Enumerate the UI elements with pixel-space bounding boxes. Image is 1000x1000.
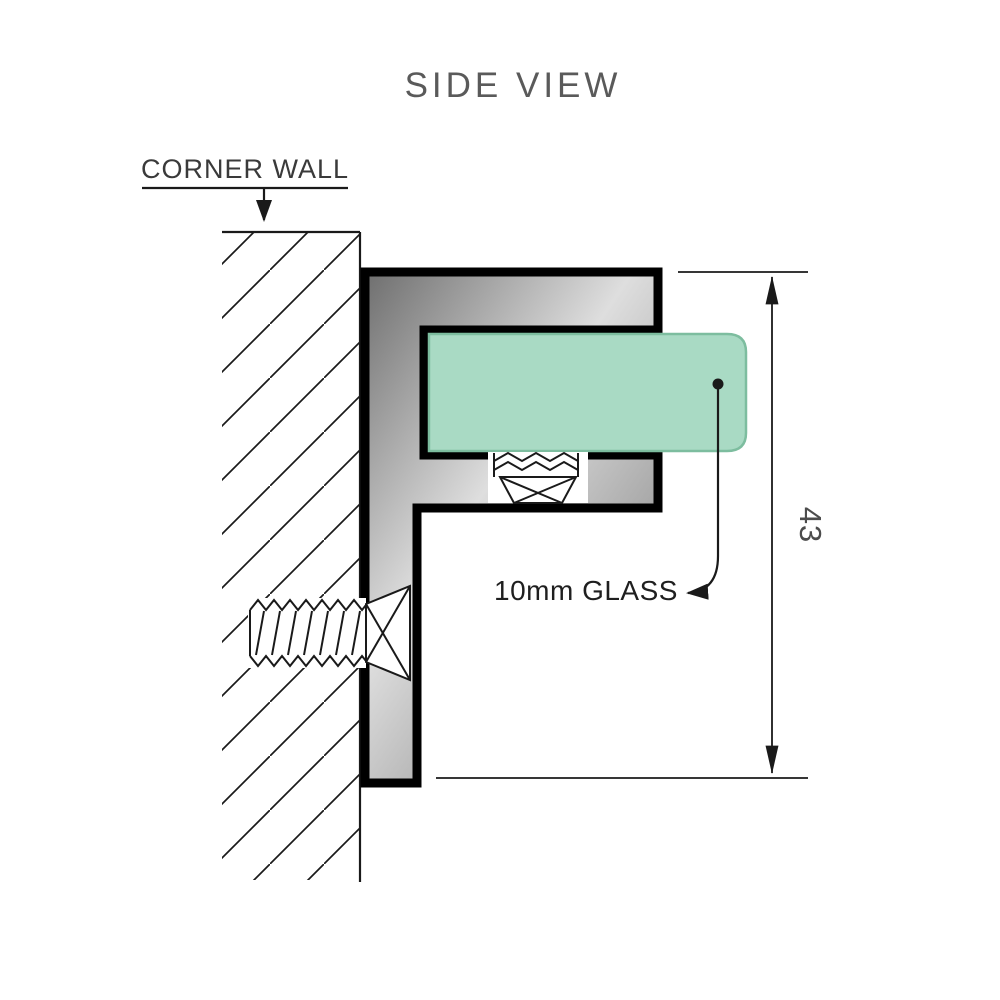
- glass-label: 10mm GLASS: [494, 575, 678, 606]
- wall-screw-head-lines: [365, 585, 411, 681]
- grub-screw-sides: [493, 453, 579, 477]
- grub-screw-threads: [493, 460, 579, 472]
- grub-screw-body-lines: [499, 476, 577, 504]
- grub-screw-threads: [493, 451, 579, 463]
- diagram-title: SIDE VIEW: [405, 66, 622, 105]
- bracket-profile: [360, 267, 663, 788]
- dimension-label: 43: [793, 507, 828, 543]
- corner-wall-label: CORNER WALL: [141, 154, 349, 184]
- glass-panel: [427, 332, 748, 453]
- wall-screw-threads-top: [249, 598, 367, 612]
- glass-leader-line: [685, 384, 720, 600]
- corner-wall-callout: CORNER WALL: [141, 154, 349, 223]
- wall-hatching: [222, 232, 360, 880]
- grub-screw: [488, 451, 588, 504]
- wall-screw-threads-bottom: [249, 654, 367, 668]
- corner-wall: [222, 230, 362, 882]
- wall-screw: [248, 584, 411, 682]
- wall-screw-thread-crests: [255, 610, 361, 656]
- glass-callout: 10mm GLASS: [494, 378, 724, 606]
- dimension-43: 43: [436, 271, 828, 779]
